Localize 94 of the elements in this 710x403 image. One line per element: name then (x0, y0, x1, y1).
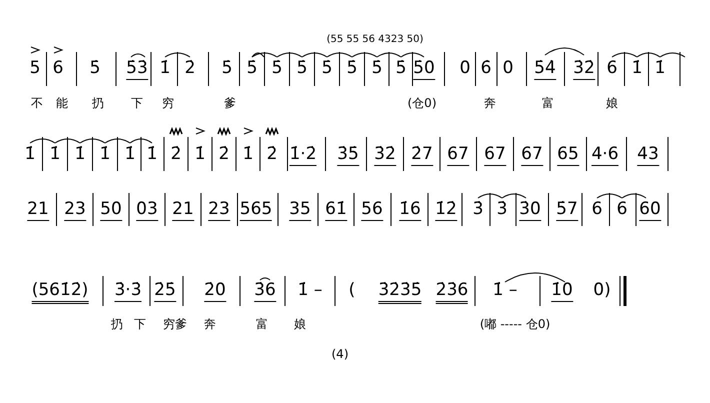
note: 3̇·3̇ (114, 280, 142, 302)
note: 6 (606, 58, 618, 80)
note: 67 (521, 144, 543, 166)
note: 43 (637, 144, 659, 166)
note: 2̇7 (411, 144, 433, 166)
note: 5̇ (222, 58, 232, 80)
note: 1̇6 (399, 199, 421, 222)
note: 60 (639, 199, 661, 222)
note: 5̇ (272, 58, 282, 80)
note: 1̇ (146, 144, 158, 166)
note: 3̇6 (254, 280, 276, 302)
note: ( (348, 280, 356, 302)
note: 5̇0 (413, 58, 435, 80)
note: 61̇ (325, 199, 347, 222)
note: 5̇4̇ (534, 58, 556, 80)
note: 5̇ (396, 58, 406, 80)
note: 1̇2̇ (435, 199, 457, 222)
note: 1̇ (654, 58, 666, 80)
note: 3̇ (496, 199, 508, 220)
note: 2̇3̇6 (436, 280, 468, 304)
note: 1̇ (24, 144, 36, 166)
note: 1̇ – (298, 280, 322, 302)
note: 3̇2̇3̇5̇ (378, 280, 422, 304)
note: 1̇ – (492, 280, 518, 302)
lyric: 能 (56, 96, 68, 111)
note: 1̇ (194, 144, 206, 166)
note: 1̇ (124, 144, 136, 166)
note: 65 (557, 144, 579, 166)
lyric: (嘟 ----- 仓0) (480, 317, 550, 332)
note: 1̇0 (551, 280, 573, 302)
note: 2̇ (184, 58, 196, 80)
note: 2̇ (170, 144, 182, 166)
note-text: (55 55 56 4323 50) (326, 34, 424, 46)
lyric: 富 (256, 317, 268, 332)
note: 1̇ (160, 58, 170, 80)
lyric: 娘 (606, 96, 618, 111)
lyric: 穷爹 (163, 317, 187, 332)
note: 5̇ (372, 58, 382, 80)
lyric: 下 (134, 317, 146, 332)
note: 6 (592, 199, 602, 220)
note: 3̇2̇ (573, 58, 595, 80)
lyric: 扔 (92, 96, 104, 111)
note: 1̇ (242, 144, 254, 166)
note: 2̇ (266, 144, 278, 166)
note: 23 (208, 199, 230, 222)
note: 1̇ (632, 58, 642, 80)
note: 4·6 (591, 144, 619, 166)
note: 3̇0 (519, 199, 541, 222)
note: 1̇ (100, 144, 110, 166)
note: 67 (447, 144, 469, 166)
note: 6 (52, 58, 64, 80)
lyric: 下 (131, 96, 143, 111)
note: 6̇ (480, 58, 492, 80)
note: 21 (27, 199, 49, 222)
note: 5̇ (296, 58, 308, 80)
note: 67 (484, 144, 506, 166)
note: 03 (136, 199, 158, 222)
note: 56 (361, 199, 383, 222)
note: 1̇ (50, 144, 60, 166)
note: 3̇5̇ (337, 144, 359, 166)
note: 0 (502, 58, 514, 80)
lyric: 爹 (224, 96, 236, 111)
note: 21 (172, 199, 194, 222)
page-number: (4) (332, 347, 348, 362)
note: 2̇0 (204, 280, 226, 302)
note: 5̇ (346, 58, 358, 80)
note: 1̇ (74, 144, 86, 166)
note: 5̇7 (556, 199, 578, 222)
note: (561̇2̇) (32, 280, 88, 304)
note: 6 (616, 199, 628, 220)
note: 5̇ (246, 58, 258, 80)
note: 3̇ (472, 199, 484, 220)
lyric: 扔 (111, 317, 123, 332)
note: 1̇·2̇ (289, 144, 317, 166)
note: 35 (289, 199, 311, 222)
lyric: 奔 (484, 96, 496, 111)
note: 5̇ (322, 58, 332, 80)
note: 50 (100, 199, 122, 222)
lyric: 穷 (162, 96, 174, 111)
note: 5 (30, 58, 40, 80)
note: 0) (593, 280, 611, 302)
note: 0 (460, 58, 470, 80)
note: 5̇3̇ (126, 58, 148, 80)
note: 23 (64, 199, 86, 222)
note: 2̇5̇ (154, 280, 176, 302)
note: 5̇ (90, 58, 100, 80)
lyric: (仓0) (408, 96, 436, 111)
note: 3̇2̇ (374, 144, 396, 166)
lyric: 奔 (204, 317, 216, 332)
note: 2̇ (218, 144, 230, 166)
lyric: 富 (542, 96, 554, 111)
lyric: 娘 (294, 317, 306, 332)
lyric: 不 (31, 96, 43, 111)
note: 565 (240, 199, 272, 222)
